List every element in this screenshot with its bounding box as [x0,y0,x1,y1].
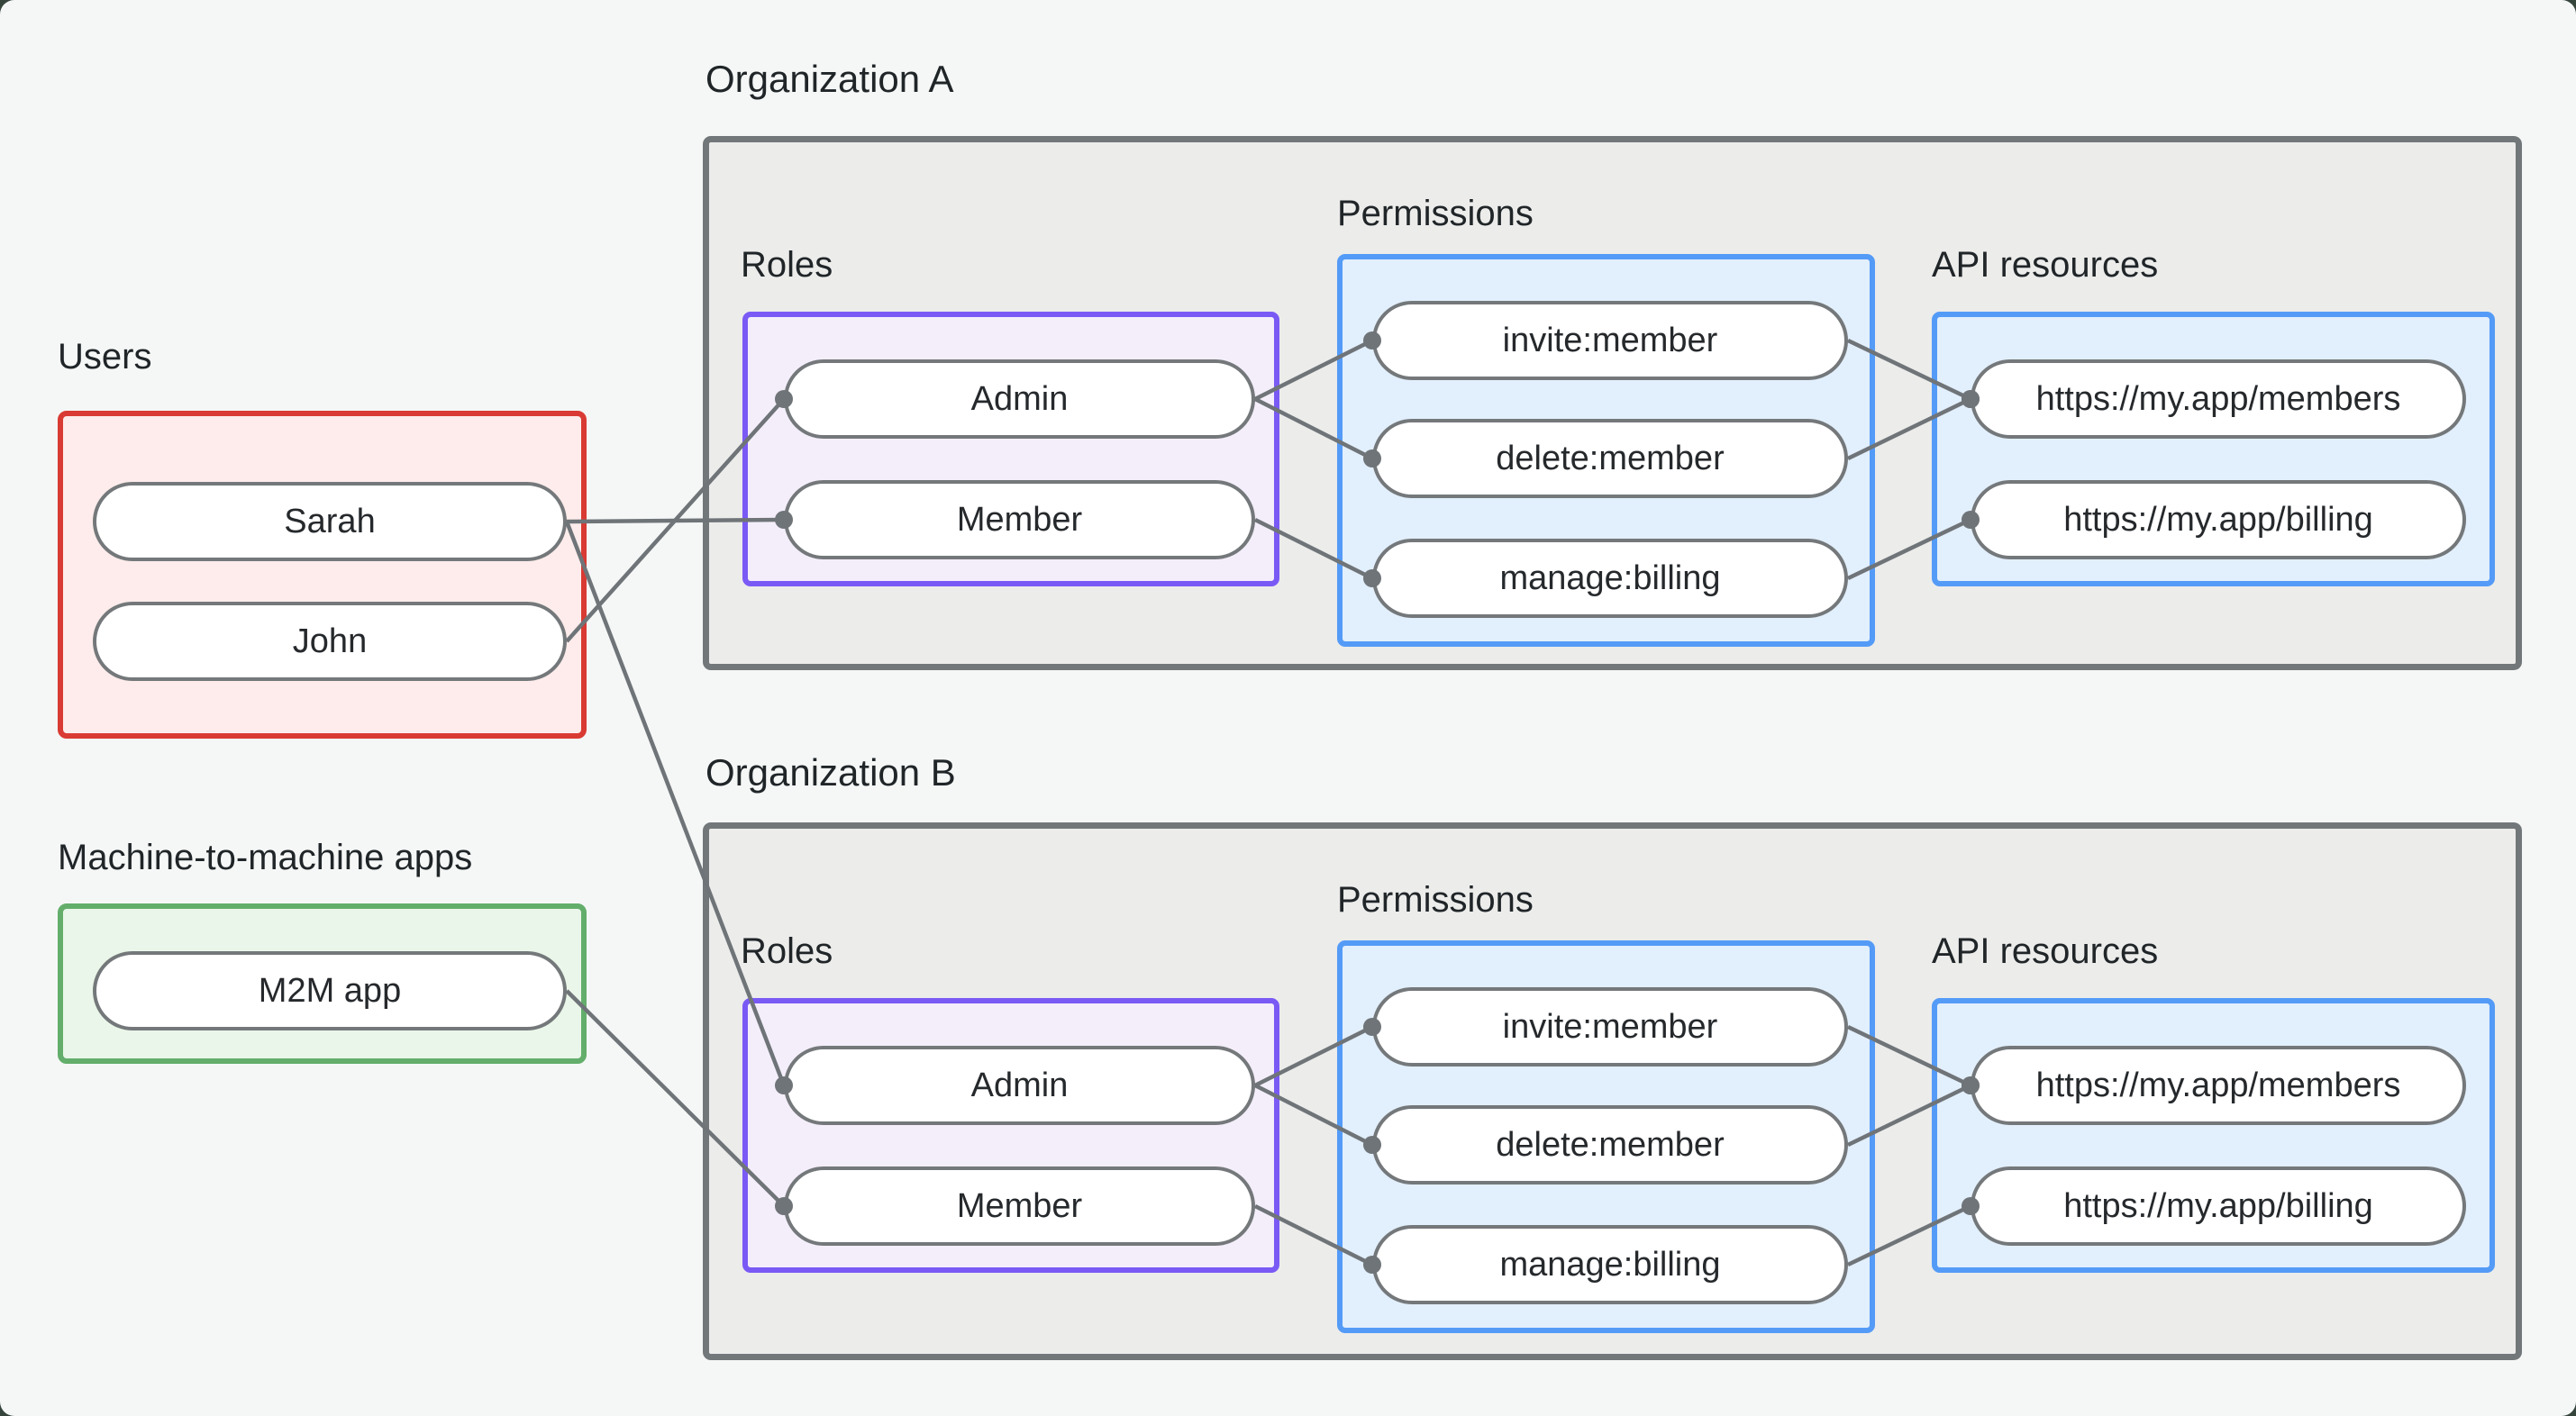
node-org-a-permission-delete-member: delete:member [1372,419,1848,498]
node-org-b-role-admin: Admin [784,1046,1255,1125]
users-group-label: Users [58,337,152,377]
node-org-b-api-members: https://my.app/members [1971,1046,2466,1125]
org-b-box: Permissions Roles API resources Admin Me… [703,822,2522,1360]
org-a-box: Permissions Roles API resources Admin Me… [703,136,2522,670]
org-a-api-resources-box: https://my.app/members https://my.app/bi… [1932,312,2495,586]
m2m-group-label: Machine-to-machine apps [58,838,473,877]
node-org-b-role-member: Member [784,1166,1255,1246]
org-a-api-resources-label: API resources [1932,245,2159,285]
node-org-a-role-member: Member [784,480,1255,559]
org-a-roles-box: Admin Member [742,312,1279,586]
org-a-roles-label: Roles [741,245,833,285]
node-user-sarah: Sarah [93,482,567,561]
node-org-a-api-billing: https://my.app/billing [1971,480,2466,559]
node-org-a-permission-manage-billing: manage:billing [1372,539,1848,618]
org-b-label: Organization B [705,751,956,794]
users-group-box: Sarah John [58,411,587,739]
m2m-group-box: M2M app [58,903,587,1064]
org-a-permissions-label: Permissions [1337,194,1534,233]
org-a-permissions-box: invite:member delete:member manage:billi… [1337,254,1875,647]
org-b-api-resources-box: https://my.app/members https://my.app/bi… [1932,998,2495,1273]
node-org-b-permission-invite-member: invite:member [1372,987,1848,1067]
node-org-b-api-billing: https://my.app/billing [1971,1166,2466,1246]
node-m2m-app: M2M app [93,951,567,1030]
node-org-b-permission-manage-billing: manage:billing [1372,1225,1848,1304]
org-b-permissions-box: invite:member delete:member manage:billi… [1337,940,1875,1333]
node-org-a-permission-invite-member: invite:member [1372,301,1848,380]
org-b-permissions-label: Permissions [1337,880,1534,920]
org-a-label: Organization A [705,58,954,100]
org-b-roles-label: Roles [741,931,833,971]
node-org-a-api-members: https://my.app/members [1971,359,2466,439]
node-org-a-role-admin: Admin [784,359,1255,439]
org-b-roles-box: Admin Member [742,998,1279,1273]
node-user-john: John [93,602,567,681]
org-b-api-resources-label: API resources [1932,931,2159,971]
node-org-b-permission-delete-member: delete:member [1372,1105,1848,1185]
